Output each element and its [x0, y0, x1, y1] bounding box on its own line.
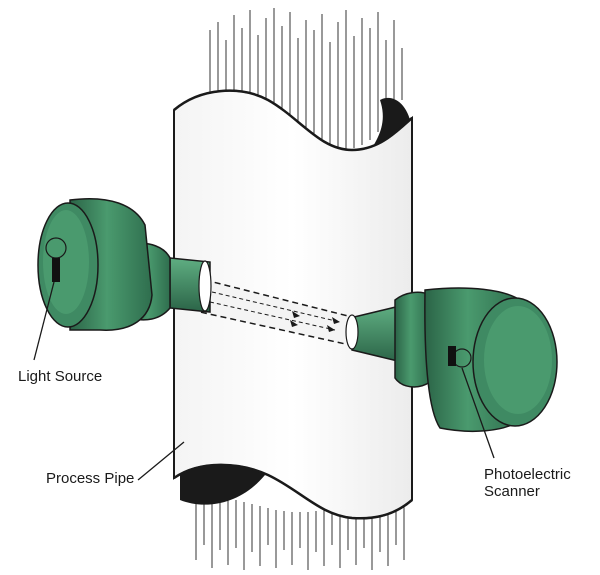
pipe-hatching-top [209, 8, 403, 150]
pipe-bottom-opening [180, 459, 265, 505]
label-photoelectric-scanner: Photoelectric Scanner [484, 466, 571, 500]
label-photoelectric-line1: Photoelectric [484, 466, 571, 483]
leader-process-pipe [137, 441, 185, 481]
light-source-housing [37, 198, 212, 331]
photoelectric-scanner-housing [345, 287, 558, 432]
label-process-pipe: Process Pipe [46, 470, 135, 487]
pipe-hatching-bottom [195, 480, 405, 570]
leader-light-source [33, 281, 55, 361]
leader-lines [33, 281, 495, 481]
label-photoelectric-line2: Scanner [484, 483, 540, 500]
pipe-top-rim [173, 89, 413, 152]
pipe-bottom-rim [173, 463, 413, 520]
leader-photoelectric-scanner [461, 367, 495, 459]
light-beam [199, 279, 357, 346]
label-light-source: Light Source [18, 368, 103, 385]
